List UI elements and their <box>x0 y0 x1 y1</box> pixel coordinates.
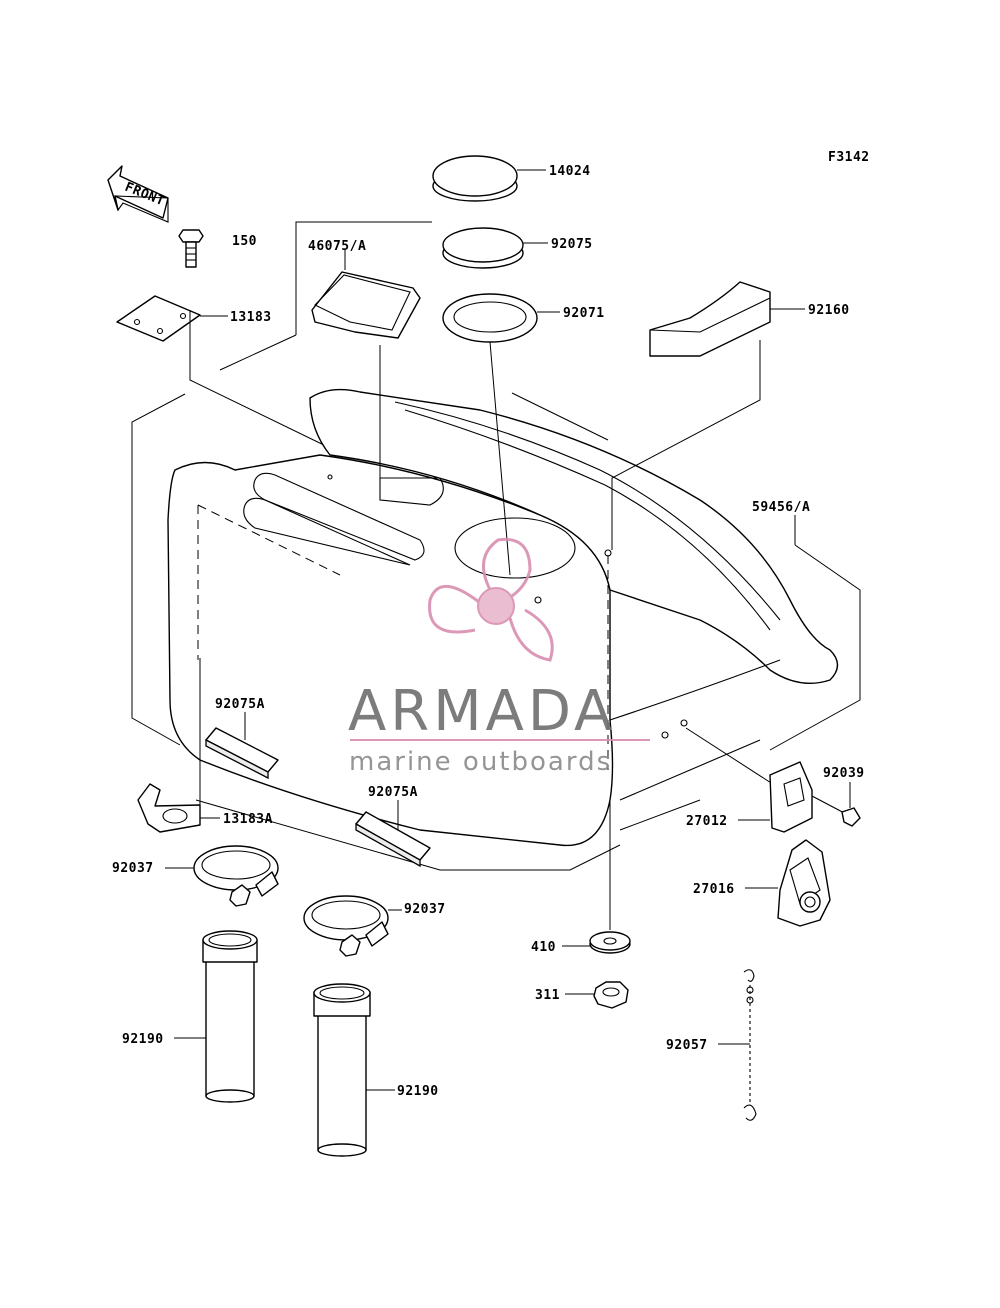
hinge-27012-part <box>769 761 813 833</box>
label-27012: 27012 <box>686 814 728 829</box>
plate-13183-part <box>116 295 201 342</box>
label-92075a-right: 92075A <box>368 785 418 800</box>
label-59456a: 59456/A <box>752 500 810 515</box>
armada-tagline-text: marine outboards <box>349 747 612 777</box>
label-92075a-left: 92075A <box>215 697 265 712</box>
strip-92075a-right-part <box>355 811 431 868</box>
strip-92075a-left-part <box>205 727 279 780</box>
label-46075a: 46075/A <box>308 239 366 254</box>
figure-code: F3142 <box>828 150 870 165</box>
label-92160: 92160 <box>808 303 850 318</box>
clamp-92037-left-part <box>193 845 279 907</box>
label-92039: 92039 <box>823 766 865 781</box>
label-92057: 92057 <box>666 1038 708 1053</box>
pad-92160-part <box>649 281 771 357</box>
chain-92057-part <box>743 969 757 1121</box>
bracket-13183a-part <box>137 783 201 833</box>
label-92190-right: 92190 <box>397 1084 439 1099</box>
label-92037-right: 92037 <box>404 902 446 917</box>
label-150: 150 <box>232 234 257 249</box>
bolt-150-part <box>178 229 204 268</box>
label-27016: 27016 <box>693 882 735 897</box>
label-92190-left: 92190 <box>122 1032 164 1047</box>
latch-27016-part <box>777 839 831 927</box>
seal-92075-part <box>442 227 524 269</box>
washer-410-part <box>589 931 631 954</box>
label-410: 410 <box>531 940 556 955</box>
pad-46075a-part <box>311 271 421 339</box>
tube-92190-right-part <box>313 983 371 1157</box>
label-13183: 13183 <box>230 310 272 325</box>
label-92037-left: 92037 <box>112 861 154 876</box>
armada-logo: ARMADA marine outboards <box>348 537 650 777</box>
label-92075: 92075 <box>551 237 593 252</box>
cap-14024-part <box>432 155 518 202</box>
tube-92190-left-part <box>202 930 258 1103</box>
label-311: 311 <box>535 988 560 1003</box>
label-13183a: 13183A <box>223 812 273 827</box>
nut-311-part <box>593 981 629 1009</box>
front-arrow-icon: FRONT <box>107 165 169 223</box>
clamp-92037-right-part <box>303 895 389 957</box>
ring-92071-part <box>442 293 538 343</box>
hull-cover-59456a-part <box>167 388 839 847</box>
armada-brand-text: ARMADA <box>348 679 616 744</box>
label-92071: 92071 <box>563 306 605 321</box>
propeller-icon <box>428 537 554 662</box>
label-14024: 14024 <box>549 164 591 179</box>
screw-92039-part <box>811 795 861 827</box>
